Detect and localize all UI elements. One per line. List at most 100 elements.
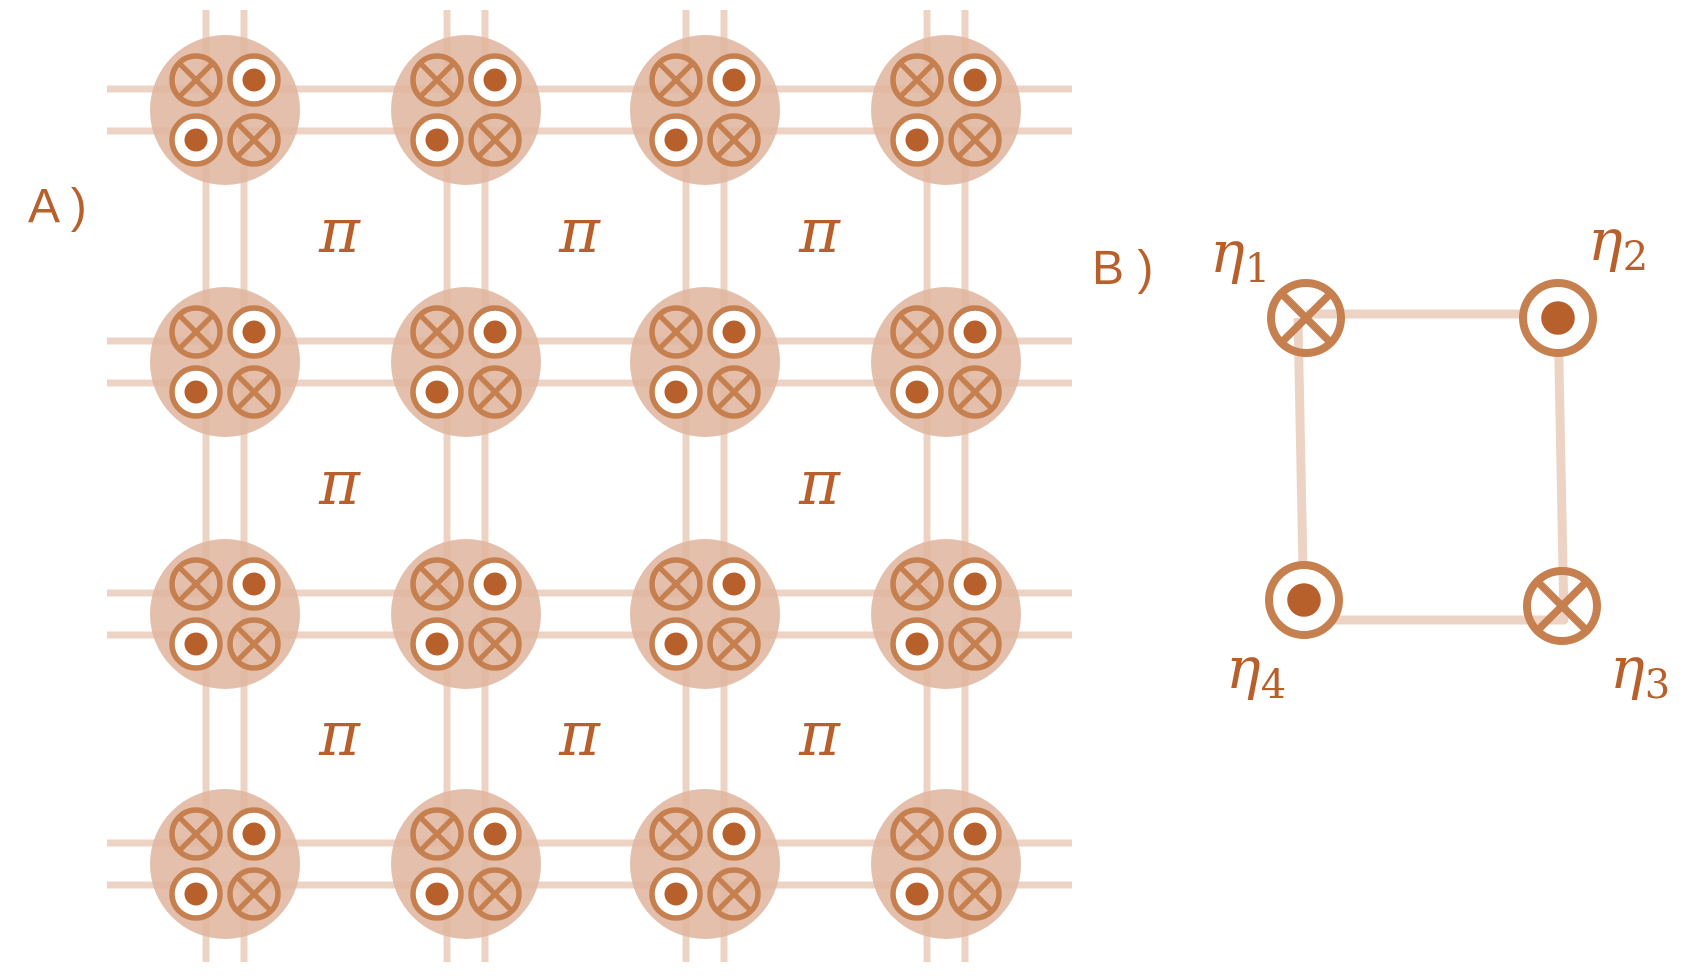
site-disk: [391, 35, 541, 185]
dot-symbol-icon: [227, 807, 281, 861]
lattice-site: [391, 539, 541, 689]
symbol-ring: [649, 53, 703, 107]
dot-symbol-icon: [227, 53, 281, 107]
dot-symbol-icon: [707, 53, 761, 107]
dot-core: [483, 572, 507, 596]
cross-stroke: [957, 122, 993, 158]
cross-symbol-icon: [707, 365, 761, 419]
dot-symbol-icon: [1265, 561, 1343, 639]
cross-symbol-icon: [649, 557, 703, 611]
dot-symbol-icon: [649, 113, 703, 167]
lattice-site: [150, 35, 300, 185]
cross-symbol-icon: [890, 807, 944, 861]
dot-core: [242, 572, 266, 596]
eta-label: η3: [1610, 634, 1670, 708]
cross-stroke: [658, 566, 694, 602]
cross-stroke: [477, 626, 513, 662]
dot-symbol-icon: [948, 807, 1002, 861]
flux-pi-label: π: [558, 697, 601, 770]
cross-stroke: [1536, 580, 1588, 632]
dot-symbol-icon: [468, 807, 522, 861]
cross-symbol-icon: [169, 305, 223, 359]
dot-core: [722, 320, 746, 344]
symbol-ring: [468, 365, 522, 419]
dot-symbol-icon: [169, 113, 223, 167]
cross-symbol-icon: [410, 305, 464, 359]
site-disk: [630, 539, 780, 689]
lattice-site: [630, 789, 780, 939]
symbol-ring: [410, 557, 464, 611]
symbol-ring: [468, 113, 522, 167]
dot-symbol-icon: [227, 557, 281, 611]
dot-core: [184, 882, 208, 906]
site-disk: [391, 789, 541, 939]
symbol-ring: [227, 365, 281, 419]
cross-symbol-icon: [948, 867, 1002, 921]
symbol-ring: [169, 807, 223, 861]
symbol-ring: [227, 617, 281, 671]
cross-symbol-icon: [649, 305, 703, 359]
dot-core: [1541, 301, 1575, 335]
cross-symbol-icon: [410, 53, 464, 107]
dot-symbol-icon: [227, 305, 281, 359]
site-disk: [150, 35, 300, 185]
dot-symbol-icon: [169, 365, 223, 419]
dot-symbol-icon: [890, 365, 944, 419]
dot-symbol-icon: [410, 113, 464, 167]
cross-symbol-icon: [948, 113, 1002, 167]
cross-stroke: [236, 374, 272, 410]
cross-stroke: [957, 876, 993, 912]
flux-pi-label: π: [798, 446, 841, 519]
eta-subscript: 3: [1645, 662, 1670, 708]
cross-symbol-icon: [227, 617, 281, 671]
symbol-ring: [707, 113, 761, 167]
cross-stroke: [1280, 292, 1332, 344]
dot-symbol-icon: [410, 617, 464, 671]
symbol-ring: [890, 305, 944, 359]
symbol-ring: [948, 365, 1002, 419]
symbol-ring: [948, 113, 1002, 167]
cross-symbol-icon: [890, 53, 944, 107]
cross-stroke: [957, 374, 993, 410]
symbol-ring: [410, 807, 464, 861]
symbol-ring: [169, 557, 223, 611]
cross-stroke: [236, 626, 272, 662]
symbol-ring: [649, 557, 703, 611]
cross-symbol-icon: [890, 305, 944, 359]
lattice-site: [630, 35, 780, 185]
panel-b-label: B ): [1092, 242, 1153, 295]
dot-core: [242, 822, 266, 846]
dot-core: [722, 822, 746, 846]
dot-symbol-icon: [649, 365, 703, 419]
dot-symbol-icon: [890, 113, 944, 167]
eta-subscript: 1: [1245, 246, 1270, 292]
site-disk: [150, 789, 300, 939]
cross-stroke: [178, 816, 214, 852]
dot-core: [664, 632, 688, 656]
dot-symbol-icon: [169, 867, 223, 921]
cross-stroke: [899, 62, 935, 98]
cross-stroke: [419, 816, 455, 852]
cross-stroke: [658, 816, 694, 852]
lattice-site: [391, 35, 541, 185]
dot-symbol-icon: [649, 867, 703, 921]
cross-symbol-icon: [468, 617, 522, 671]
dot-core: [483, 68, 507, 92]
eta-subscript: 2: [1623, 234, 1648, 280]
symbol-ring: [948, 617, 1002, 671]
dot-core: [184, 380, 208, 404]
dot-core: [483, 822, 507, 846]
dot-core: [242, 320, 266, 344]
dot-core: [722, 572, 746, 596]
cross-symbol-icon: [227, 365, 281, 419]
plaquette-bond: [1293, 309, 1569, 625]
cross-stroke: [716, 122, 752, 158]
site-disk: [630, 789, 780, 939]
dot-core: [963, 822, 987, 846]
symbol-ring: [410, 53, 464, 107]
dot-core: [905, 882, 929, 906]
dot-symbol-icon: [169, 617, 223, 671]
cross-stroke: [716, 374, 752, 410]
cross-symbol-icon: [948, 617, 1002, 671]
